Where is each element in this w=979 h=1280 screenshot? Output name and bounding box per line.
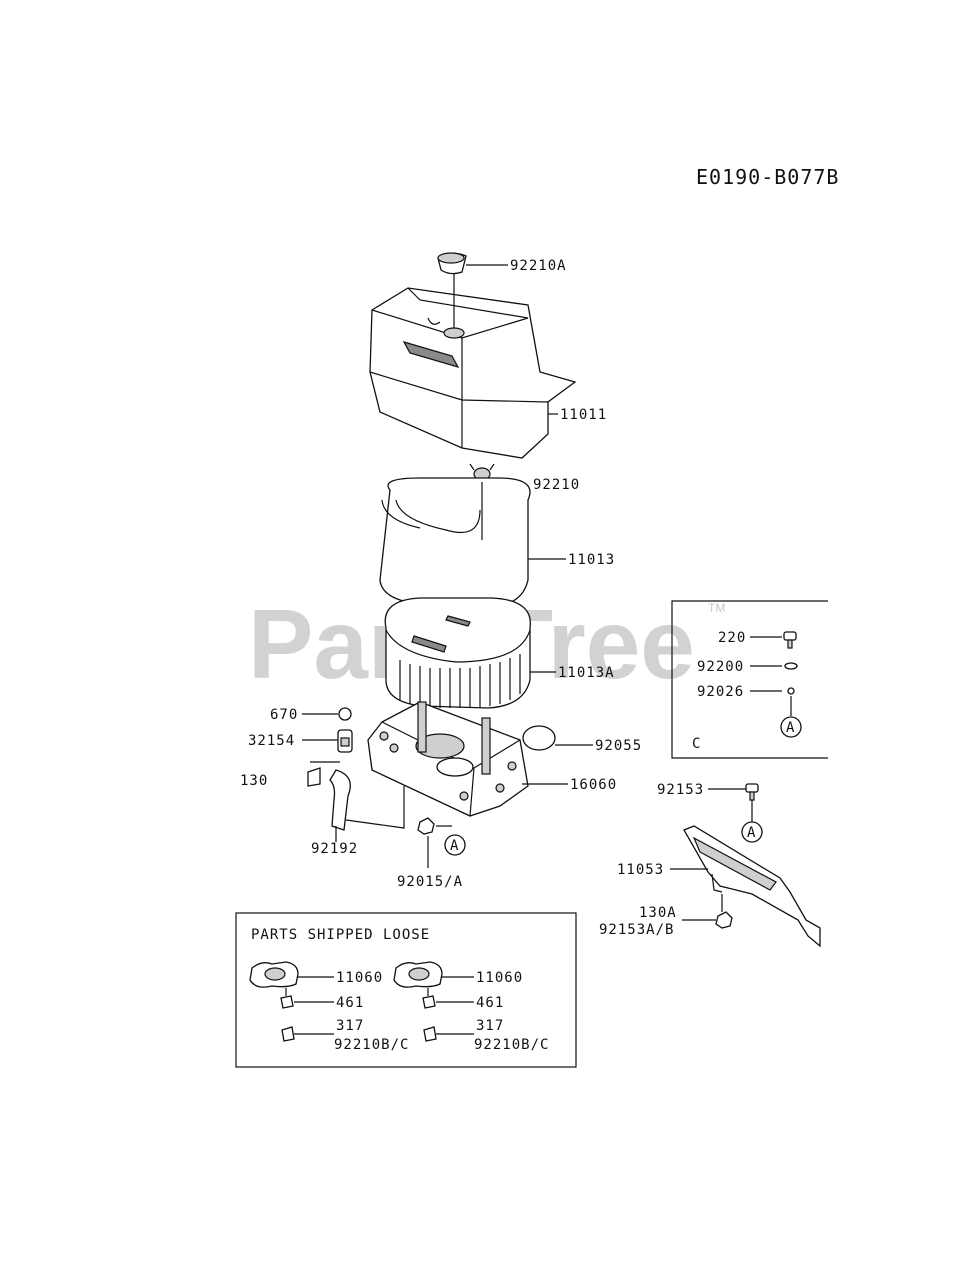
callout-130A[interactable]: 130A — [639, 905, 677, 921]
parts-shipped-loose-box: PARTS SHIPPED LOOSE 11060 461 317 92210B… — [235, 912, 577, 1068]
inset-c: 220 92200 92026 A C — [671, 600, 828, 759]
callout-92153[interactable]: 92153 — [657, 782, 704, 798]
air-cleaner-base-part[interactable] — [367, 701, 529, 817]
fitting-670-part[interactable] — [338, 707, 352, 721]
fitting-32154-part[interactable] — [337, 729, 353, 753]
filter-element-part[interactable] — [384, 597, 531, 709]
breather-hose-part[interactable] — [329, 769, 351, 831]
callout-11013[interactable]: 11013 — [568, 552, 615, 568]
callout-92153AB[interactable]: 92153A/B — [599, 922, 674, 938]
loose-left-nut-a[interactable]: 317 — [336, 1018, 364, 1034]
inset-ref-a-circle — [780, 716, 802, 738]
callout-92210[interactable]: 92210 — [533, 477, 580, 493]
leader-hose-base — [345, 786, 405, 829]
callout-670[interactable]: 670 — [270, 707, 298, 723]
loose-right-nut-a[interactable]: 317 — [476, 1018, 504, 1034]
watermark-tm: TM — [708, 601, 725, 615]
ref-a-main: A — [450, 838, 459, 854]
inset-c-label: C — [692, 736, 701, 752]
washer-92200-part[interactable] — [784, 662, 798, 670]
inset-c-item-220[interactable]: 220 — [718, 630, 746, 646]
loose-parts-title: PARTS SHIPPED LOOSE — [251, 927, 430, 943]
callout-130[interactable]: 130 — [240, 773, 268, 789]
bracket-ref-a: A — [747, 825, 756, 841]
spacer-92026-part[interactable] — [787, 687, 795, 695]
nut-92153AB-part[interactable] — [715, 911, 733, 929]
callout-11053[interactable]: 11053 — [617, 862, 664, 878]
clip-461-left-part[interactable] — [280, 995, 294, 1009]
callout-11011[interactable]: 11011 — [560, 407, 607, 423]
inset-ref-a: A — [786, 720, 795, 736]
bracket-11053-part[interactable] — [683, 825, 821, 948]
inset-c-item-92200[interactable]: 92200 — [697, 659, 744, 675]
bolt-92153-part[interactable] — [745, 783, 759, 801]
callout-11013A[interactable]: 11013A — [558, 665, 615, 681]
gasket-11060-left-part[interactable] — [249, 961, 299, 988]
callout-92192[interactable]: 92192 — [311, 841, 358, 857]
nut-317-left-part[interactable] — [281, 1026, 295, 1042]
loose-right-gasket[interactable]: 11060 — [476, 970, 523, 986]
nut-92015-part[interactable] — [417, 817, 435, 835]
ref-a-main-circle — [444, 834, 466, 856]
loose-right-nut-b[interactable]: 92210B/C — [474, 1037, 549, 1053]
clip-461-right-part[interactable] — [422, 995, 436, 1009]
loose-left-gasket[interactable]: 11060 — [336, 970, 383, 986]
callout-92015A[interactable]: 92015/A — [397, 874, 463, 890]
loose-left-clip[interactable]: 461 — [336, 995, 364, 1011]
clamp-130-part[interactable] — [307, 767, 321, 787]
callout-92210A[interactable]: 92210A — [510, 258, 567, 274]
callout-32154[interactable]: 32154 — [248, 733, 295, 749]
inset-c-item-92026[interactable]: 92026 — [697, 684, 744, 700]
callout-16060[interactable]: 16060 — [570, 777, 617, 793]
air-cleaner-cover-part[interactable] — [369, 287, 577, 459]
loose-left-nut-b[interactable]: 92210B/C — [334, 1037, 409, 1053]
bolt-220-part[interactable] — [783, 631, 797, 649]
loose-right-clip[interactable]: 461 — [476, 995, 504, 1011]
diagram-code: E0190-B077B — [696, 165, 839, 189]
bracket-ref-a-circle — [741, 821, 763, 843]
cap-knob-part[interactable] — [437, 252, 467, 275]
o-ring-part[interactable] — [522, 725, 556, 751]
gasket-11060-right-part[interactable] — [393, 961, 443, 988]
callout-92055[interactable]: 92055 — [595, 738, 642, 754]
pre-cleaner-foam-part[interactable] — [379, 477, 531, 607]
nut-317-right-part[interactable] — [423, 1026, 437, 1042]
